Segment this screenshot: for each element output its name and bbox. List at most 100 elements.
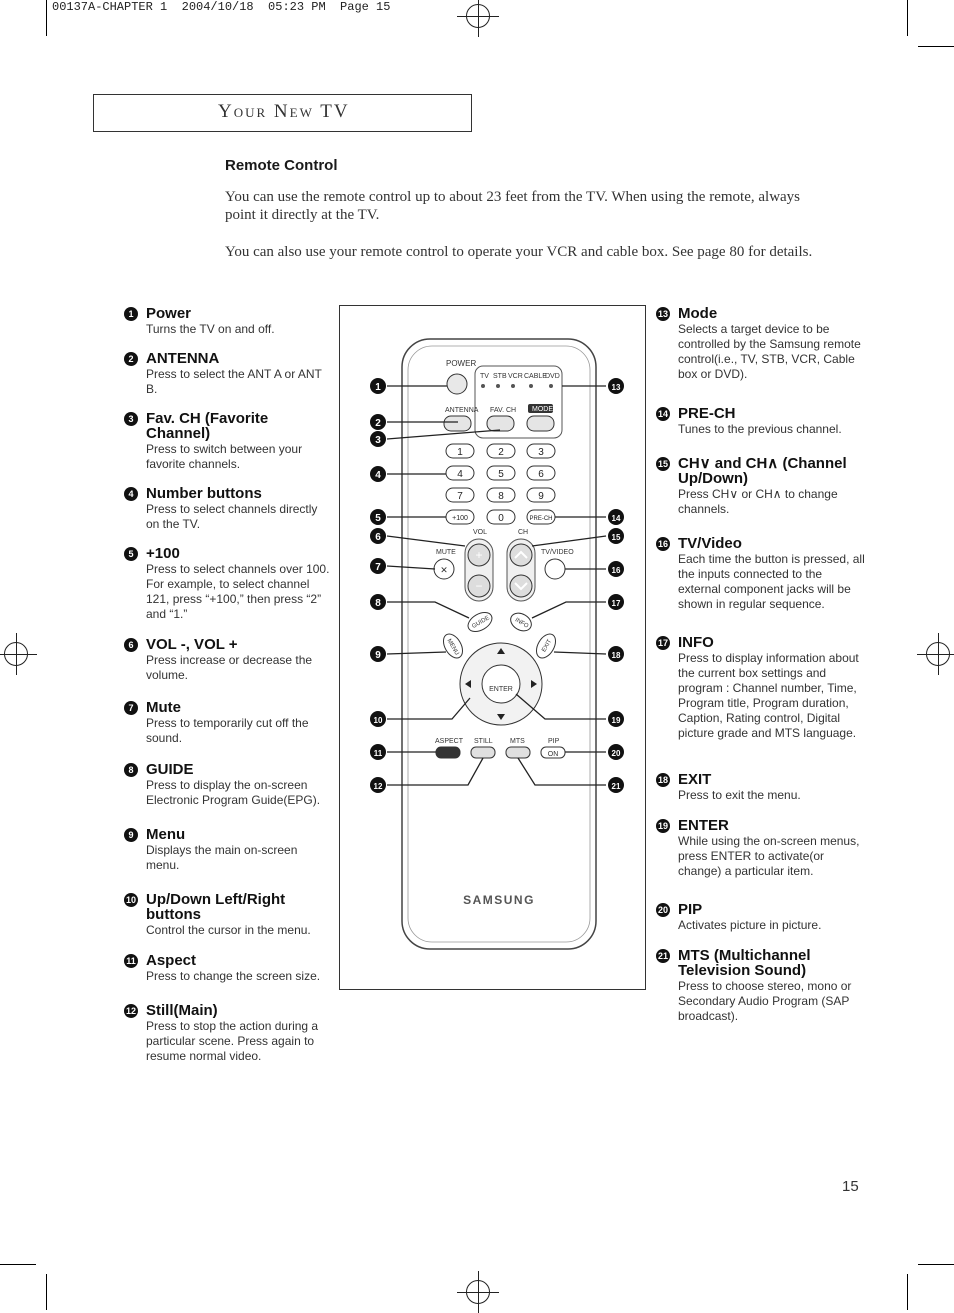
callout-number: 16 — [612, 566, 621, 575]
feature-title: Up/Down Left/Right buttons — [146, 891, 286, 923]
tvvideo-button[interactable] — [544, 558, 566, 580]
aspect-button[interactable] — [435, 746, 461, 759]
mode-led — [549, 384, 553, 388]
callout-badge — [608, 528, 624, 544]
digit-button[interactable] — [445, 465, 475, 481]
callout-line — [387, 601, 470, 619]
digit-button[interactable] — [526, 443, 556, 459]
callout-line — [553, 651, 607, 655]
callout-number: 21 — [612, 782, 621, 791]
menu-button[interactable] — [440, 631, 467, 662]
power-button[interactable] — [446, 373, 468, 395]
chevron-down-icon — [514, 582, 528, 591]
section-heading: Remote Control — [225, 157, 338, 174]
intro-paragraph: You can use the remote control up to abo… — [225, 189, 801, 223]
callout-line — [515, 693, 606, 720]
vol-down-button[interactable] — [467, 574, 491, 598]
callout-number: 2 — [124, 352, 138, 366]
registration-mark — [917, 633, 954, 675]
callout-badge — [608, 777, 624, 793]
digit-button[interactable] — [445, 443, 475, 459]
digit-button[interactable] — [526, 465, 556, 481]
callout-number: 9 — [124, 828, 138, 842]
feature-description: Press increase or decrease the volume. — [146, 653, 313, 682]
callout-number: 14 — [656, 407, 670, 421]
digit-button[interactable] — [486, 465, 516, 481]
callout-number: 6 — [375, 532, 381, 543]
brand-logo: SAMSUNG — [463, 893, 535, 907]
ch-up-button[interactable] — [509, 543, 533, 567]
registration-mark — [457, 0, 499, 37]
callout-number: 8 — [375, 598, 381, 609]
digit-button[interactable] — [445, 487, 475, 503]
feature-title: VOL -, VOL + — [146, 636, 238, 653]
mode-led — [529, 384, 533, 388]
right-arrow-icon[interactable] — [531, 680, 537, 688]
digit-label: 0 — [498, 513, 504, 524]
callout-badge — [608, 509, 624, 525]
callout-number: 17 — [656, 636, 670, 650]
callout-number: 6 — [124, 638, 138, 652]
callout-number: 20 — [612, 749, 621, 758]
callout-badge — [370, 466, 386, 482]
mode-cable: CABLE — [524, 373, 547, 380]
ch-label: CH — [518, 529, 528, 536]
digit-button[interactable] — [486, 509, 516, 525]
digit-button[interactable] — [526, 487, 556, 503]
callout-badge — [370, 509, 386, 525]
feature-title: PIP — [678, 901, 703, 918]
registration-mark — [0, 633, 37, 675]
callout-number: 19 — [612, 716, 621, 725]
minus-icon: − — [475, 579, 482, 593]
crop-mark — [918, 46, 954, 47]
mode-button[interactable] — [526, 415, 555, 432]
callout-line — [386, 565, 436, 570]
callout-line — [386, 651, 447, 655]
callout-line — [531, 535, 607, 547]
crop-mark — [907, 1274, 908, 1310]
guide-button[interactable] — [465, 609, 496, 636]
chevron-up-icon — [514, 550, 528, 559]
left-arrow-icon[interactable] — [465, 680, 471, 688]
enter-label: ENTER — [489, 686, 513, 693]
callout-number: 18 — [612, 651, 621, 660]
feature-title: MTS (Multichannel Television Sound) — [678, 947, 811, 979]
section-box — [93, 94, 472, 132]
mts-button[interactable] — [505, 746, 531, 759]
digit-button[interactable] — [486, 487, 516, 503]
crop-mark — [0, 1264, 36, 1265]
feature-title: PRE-CH — [678, 405, 736, 422]
enter-button[interactable] — [481, 664, 521, 704]
ch-down-button[interactable] — [509, 574, 533, 598]
vol-up-button[interactable] — [467, 543, 491, 567]
down-arrow-icon[interactable] — [497, 714, 505, 720]
mode-label: MODE — [532, 406, 553, 413]
still-button[interactable] — [470, 746, 496, 759]
power-label: POWER — [446, 359, 476, 368]
digit-label: 8 — [498, 491, 504, 502]
callout-number: 16 — [656, 537, 670, 551]
callout-badge — [370, 646, 386, 662]
favch-button[interactable] — [486, 415, 515, 432]
digit-label: 9 — [538, 491, 544, 502]
feature-description: Press to display information about the c… — [678, 651, 859, 740]
mode-led — [481, 384, 485, 388]
remote-illustration: POWER TV STB VCR CABLE DVD ANTENNA FAV. … — [370, 338, 624, 950]
antenna-button[interactable] — [443, 415, 472, 432]
up-arrow-icon[interactable] — [497, 648, 505, 654]
pip-label: PIP — [548, 738, 560, 745]
feature-description: Press to select channels directly on the… — [146, 502, 318, 531]
callout-number: 13 — [656, 307, 670, 321]
callout-number: 14 — [612, 514, 621, 523]
digit-button[interactable] — [486, 443, 516, 459]
remote-inner-outline — [407, 345, 591, 943]
info-button[interactable] — [507, 610, 534, 635]
exit-button[interactable] — [533, 631, 560, 662]
feature-title: Still(Main) — [146, 1002, 218, 1019]
callout-badge — [608, 561, 624, 577]
mode-led — [511, 384, 515, 388]
